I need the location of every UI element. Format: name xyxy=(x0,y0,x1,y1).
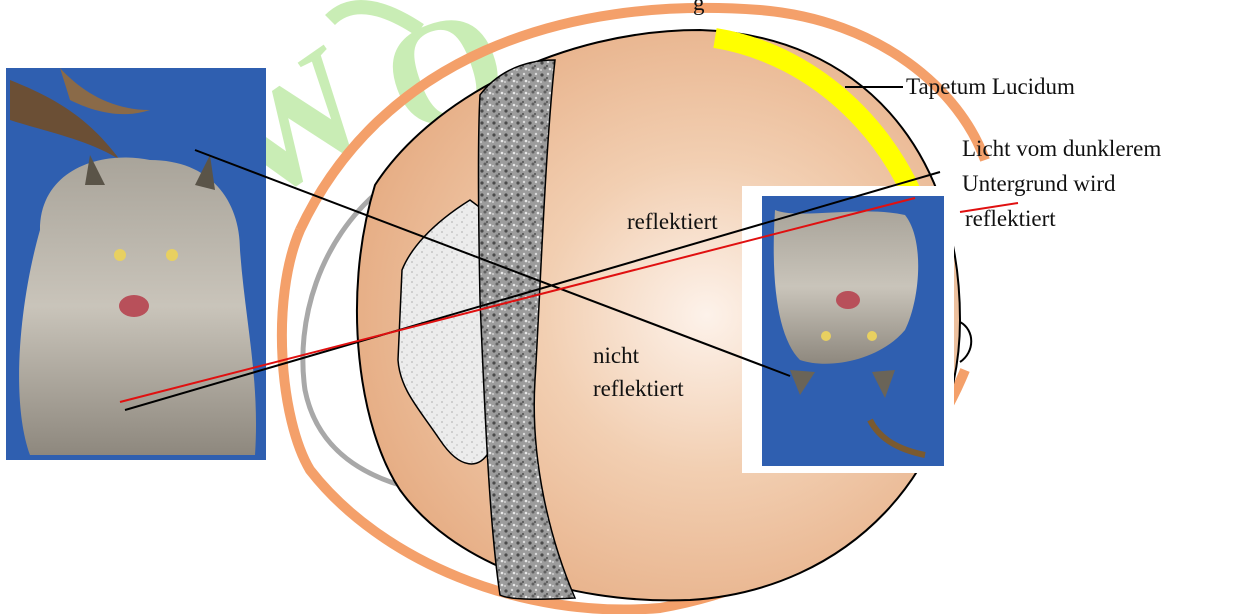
light-label-line1: Licht vom dunklerem xyxy=(962,136,1161,161)
optic-notch xyxy=(960,322,971,362)
light-label-line2: Untergrund wird xyxy=(962,171,1116,196)
lynx-photo xyxy=(6,68,266,460)
not-reflected-label-line1: nicht xyxy=(593,343,640,368)
reflected-label: reflektiert xyxy=(627,209,718,234)
tapetum-label: Tapetum Lucidum xyxy=(906,74,1075,99)
top-cut-label: g xyxy=(693,0,705,15)
not-reflected-label-line2: reflektiert xyxy=(593,376,684,401)
lynx-retina-image xyxy=(762,196,944,466)
light-label-line3: reflektiert xyxy=(965,206,1056,231)
